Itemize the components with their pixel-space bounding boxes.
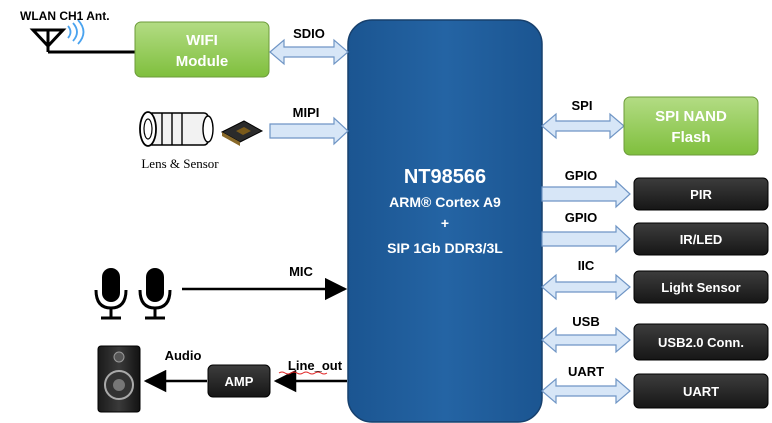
mipi-arrow [269, 116, 349, 146]
soc-block [347, 19, 543, 423]
usb-conn-label: USB2.0 Conn. [658, 335, 744, 350]
sdio-arrow [269, 38, 349, 66]
lens-sensor-label: Lens & Sensor [141, 156, 219, 171]
sdio-label: SDIO [293, 26, 325, 41]
soc-cpu-line: ARM® Cortex A9 [389, 194, 501, 210]
gpio-label-ir-led: GPIO [565, 210, 598, 225]
uart-block [633, 373, 769, 409]
lens-icon [139, 111, 214, 147]
wifi-module-line2: Module [176, 53, 229, 70]
microphone-icon-2 [138, 268, 172, 320]
antenna-icon [29, 19, 135, 54]
ir-led-label: IR/LED [680, 232, 723, 247]
audio-label: Audio [165, 348, 202, 363]
gpio-label-pir: GPIO [565, 168, 598, 183]
line-out-label: Line_out [288, 358, 343, 373]
usb-label: USB [572, 314, 599, 329]
spi-nand-line2: Flash [671, 129, 710, 146]
uart-bus-label: UART [568, 364, 604, 379]
line-out-underline [278, 371, 328, 375]
soc-memory-line: SIP 1Gb DDR3/3L [387, 240, 503, 256]
iic-arrow [541, 273, 631, 301]
iic-label: IIC [578, 258, 595, 273]
pir-block [633, 177, 769, 211]
speaker-icon [97, 345, 141, 413]
mic-label: MIC [289, 264, 313, 279]
light-sensor-label: Light Sensor [661, 280, 740, 295]
gpio-arrow-pir [541, 179, 631, 209]
spi-nand-flash-block [623, 96, 759, 156]
amp-block [207, 364, 271, 398]
image-sensor-chip-icon [220, 120, 264, 146]
soc-part-number: NT98566 [404, 166, 486, 188]
light-sensor-block [633, 270, 769, 304]
spi-nand-line1: SPI NAND [655, 108, 727, 125]
wifi-module-line1: WIFI [186, 32, 218, 49]
usb-arrow [541, 326, 631, 354]
soc-plus: + [441, 215, 449, 231]
usb-conn-block [633, 323, 769, 361]
pir-label: PIR [690, 187, 712, 202]
uart-block-label: UART [683, 384, 719, 399]
amp-label: AMP [225, 374, 254, 389]
wifi-module-block [134, 21, 270, 78]
antenna-label: WLAN CH1 Ant. [20, 9, 110, 23]
microphone-icon [94, 268, 128, 320]
gpio-arrow-ir-led [541, 224, 631, 254]
ir-led-block [633, 222, 769, 256]
spi-arrow [541, 112, 625, 140]
spi-label: SPI [572, 98, 593, 113]
mipi-label: MIPI [293, 105, 320, 120]
uart-arrow [541, 377, 631, 405]
